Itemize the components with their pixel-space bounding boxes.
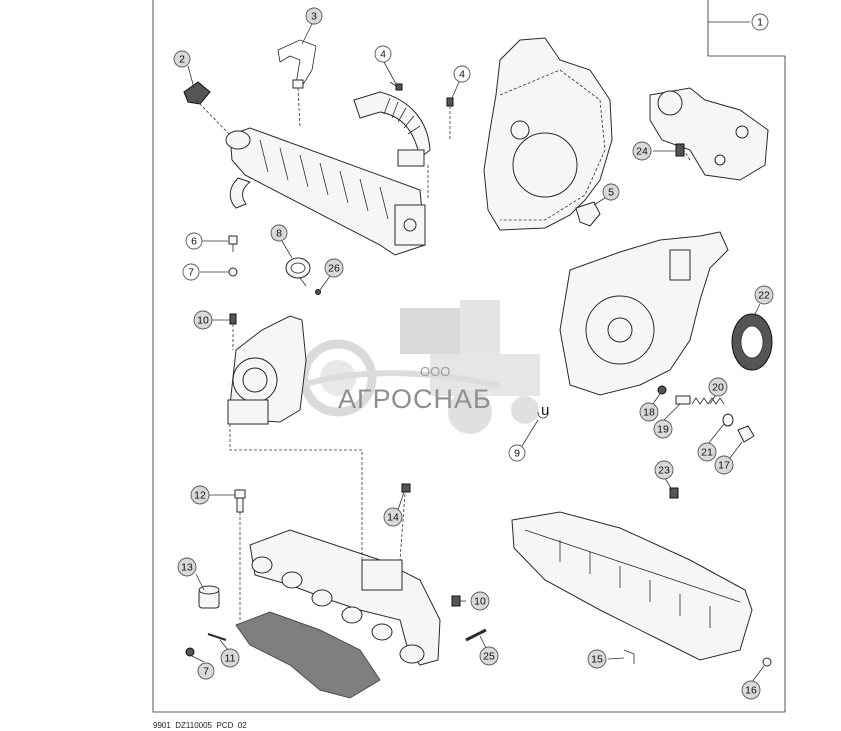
callout-number: 6 [191,236,197,248]
callout-20: 20 [708,377,728,397]
plug-part [675,143,685,157]
callout-number: 8 [276,228,282,240]
callout-10: 10 [470,591,490,611]
egr-tube-part [353,91,431,167]
callout-1: 1 [751,13,769,31]
callout-number: 25 [483,651,495,663]
callout-number: 20 [712,382,724,394]
callout-8: 8 [270,224,288,242]
turbocharger-part [227,315,307,425]
callout-10: 10 [193,310,213,330]
callout-14: 14 [383,507,403,527]
callout-number: 7 [203,666,209,678]
crank-seal-part [731,313,773,371]
callout-number: 4 [459,69,465,81]
egr-cooler-part [225,127,426,256]
callout-4: 4 [374,45,392,63]
diagram-border [152,0,786,713]
callout-number: 5 [608,187,614,199]
callout-number: 16 [745,685,757,697]
watermark-main-text: АГРОСНАБ [338,384,492,414]
callout-21: 21 [697,442,717,462]
v-clamp-part [285,257,311,287]
callout-7: 7 [197,662,215,680]
callout-number: 7 [188,267,194,279]
stray-mark-text: u [541,402,549,419]
bracket-part [623,649,635,664]
callout-15: 15 [587,649,607,669]
callout-9: 9 [508,444,526,462]
callout-16: 16 [741,680,761,700]
callout-12: 12 [190,485,210,505]
washer-part [315,289,321,295]
callout-3: 3 [305,7,323,25]
stud-part [401,483,411,493]
callout-22: 22 [754,285,774,305]
callout-number: 2 [179,54,185,66]
fitting-part [669,487,679,499]
callout-number: 1 [757,17,763,29]
drain-plug-part [762,657,772,667]
leader-lines [187,21,765,683]
callout-number: 3 [311,11,317,23]
callout-26: 26 [324,258,344,278]
front-cover-part [559,231,729,396]
callout-4: 4 [453,65,471,83]
callout-25: 25 [479,646,499,666]
stud-part [465,628,487,642]
callout-19: 19 [653,419,673,439]
callout-18: 18 [639,402,659,422]
callout-number: 23 [658,465,670,477]
relief-valve-part [657,385,755,443]
nut-part [228,267,238,277]
callout-number: 12 [194,490,206,502]
oil-pump-part [649,87,769,181]
callout-number: 11 [225,653,236,665]
callout-17: 17 [714,455,734,475]
callout-2: 2 [173,50,191,68]
bolt-part [228,235,238,252]
exhaust-manifold-part [249,529,441,666]
callout-5: 5 [602,183,620,201]
callout-number: 21 [701,447,713,459]
o-ring-part [537,411,549,419]
pin-part [207,633,227,641]
callout-number: 10 [197,315,209,327]
callout-24: 24 [632,141,652,161]
callout-number: 10 [474,596,486,608]
nut-part [185,647,195,657]
callout-group: 1234456782610222420181921179231214131071… [173,7,774,700]
callout-number: 15 [591,654,603,666]
callout-number: 26 [328,263,340,275]
callout-number: 17 [718,460,730,472]
callout-11: 11 [220,648,240,668]
callout-number: 14 [387,512,399,524]
watermark-small-text: ООО [420,364,450,379]
bolt-part [451,595,461,607]
callout-number: 4 [380,49,386,61]
bolt-part [229,313,237,325]
oil-pan-part [511,511,753,661]
clamp-part [183,81,211,105]
flywheel-housing-part [483,37,613,231]
callout-6: 6 [185,232,203,250]
bolt-part [234,489,246,513]
sleeve-part [198,585,220,609]
heat-shield-part [235,611,381,699]
sensor-part [575,201,601,227]
callout-number: 24 [636,146,648,158]
callout-7: 7 [182,263,200,281]
bracket-part [277,39,317,89]
callout-23: 23 [654,460,674,480]
callout-number: 9 [514,448,520,460]
callout-number: 22 [758,290,770,302]
watermark-logo [299,300,540,434]
callout-13: 13 [177,557,197,577]
callout-number: 18 [643,407,655,419]
drawing-code: 9901 DZ110005 PCD 02 [153,721,247,730]
callout-number: 13 [181,562,193,574]
callout-number: 19 [657,424,669,436]
